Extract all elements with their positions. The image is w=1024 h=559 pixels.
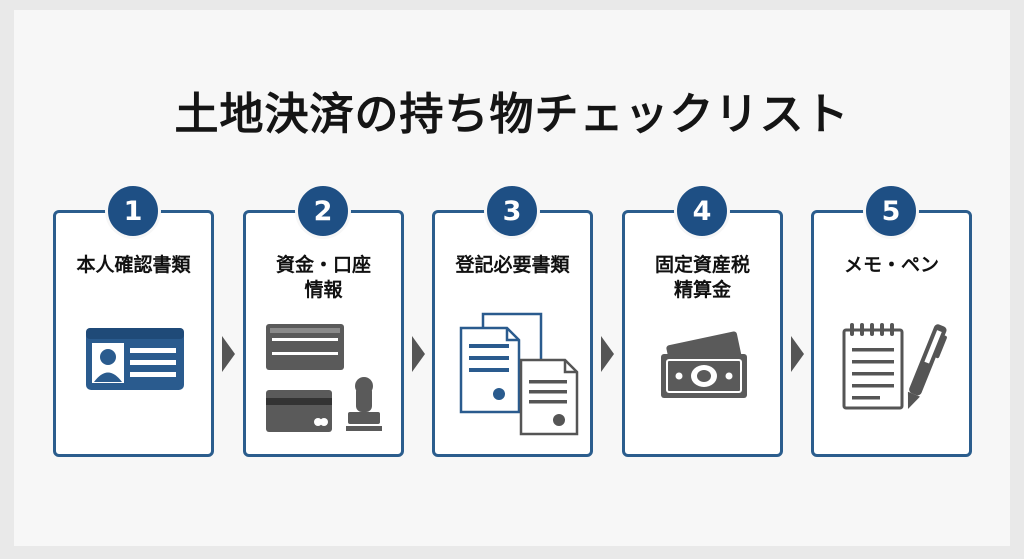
id-card-icon [86, 328, 184, 390]
step-card-3: 登記必要書類 [432, 210, 593, 457]
bankbook-card-seal-icon [266, 324, 382, 432]
step-card-4: 固定資産税 精算金 [622, 210, 783, 457]
step-label-3: 登記必要書類 [455, 254, 570, 276]
step-number-2: 2 [295, 183, 351, 239]
step-number-3: 3 [484, 183, 540, 239]
arrow-right-icon [791, 336, 804, 372]
step-label-1: 本人確認書類 [76, 254, 191, 276]
step-card-2: 資金・口座 情報 [243, 210, 404, 457]
certificate-documents-icon [459, 312, 579, 436]
arrow-right-icon [222, 336, 235, 372]
arrow-right-icon [412, 336, 425, 372]
step-label-4: 固定資産税 精算金 [654, 254, 750, 301]
step-number-5: 5 [863, 183, 919, 239]
step-number-1: 1 [105, 183, 161, 239]
cash-icon [661, 331, 747, 398]
page-title: 土地決済の持ち物チェックリスト [174, 89, 850, 140]
step-label-5: メモ・ペン [843, 254, 939, 276]
notepad-pen-icon [842, 323, 947, 410]
step-card-1: 本人確認書類 [53, 210, 214, 457]
step-number-4: 4 [674, 183, 730, 239]
step-label-2: 資金・口座 情報 [275, 254, 371, 301]
step-card-5: メモ・ペン [811, 210, 972, 457]
arrow-right-icon [601, 336, 614, 372]
